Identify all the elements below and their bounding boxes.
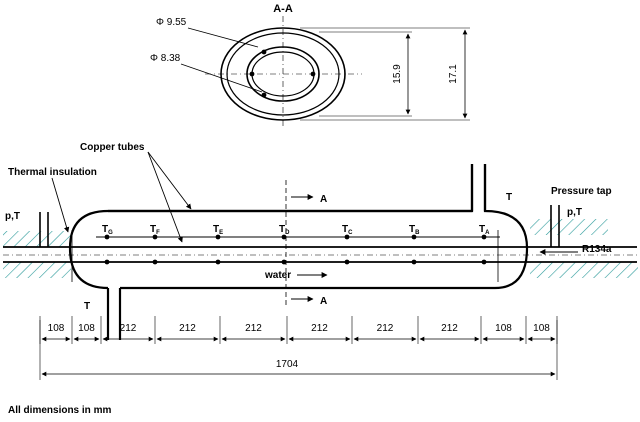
thermocouple: TB: [409, 224, 420, 265]
thermocouple-dot: [344, 234, 350, 240]
outer-shell: [68, 164, 529, 290]
outer-diameter-label: Φ 9.55: [156, 17, 187, 28]
pressure-tap-label: Pressure tap: [551, 186, 612, 197]
t-top-right-label: T: [506, 192, 512, 203]
thermal-insulation-leader: [51, 177, 70, 233]
outer-diameter-leader: [187, 27, 259, 48]
segment-dimension-label: 212: [311, 323, 328, 334]
thermocouple-dot: [481, 234, 487, 240]
thermocouple-dot: [281, 259, 287, 265]
thermocouple-dot: [344, 259, 350, 265]
height-outer-label: 17.1: [448, 64, 459, 84]
thermocouple-subscript: C: [348, 230, 353, 236]
segment-dimension-label: 108: [78, 323, 95, 334]
thermocouple-label: TG: [102, 224, 113, 236]
thermocouple-dot: [215, 234, 221, 240]
thermocouple-dot: [104, 234, 110, 240]
pt-left-label: p,T: [5, 211, 20, 222]
thermocouple-label: TF: [150, 224, 160, 236]
thermocouple: TD: [279, 224, 290, 265]
section-probe-dot: [261, 49, 267, 55]
copper-tubes-leader: [147, 151, 192, 210]
thermocouple-label: TB: [409, 224, 420, 236]
thermocouple: TF: [150, 224, 160, 265]
insulation-right-lower: [530, 262, 638, 278]
section-mark-top: A: [320, 194, 327, 205]
thermocouple-subscript: E: [219, 230, 223, 236]
t-bottom-left-label: T: [84, 301, 90, 312]
section-probe-dot: [261, 92, 267, 98]
segment-dimension-label: 108: [533, 323, 550, 334]
inner-diameter-leader: [180, 63, 263, 93]
insulation-left-upper: [3, 231, 71, 247]
thermocouple-dot: [411, 234, 417, 240]
segment-dimension-label: 212: [120, 323, 137, 334]
thermocouple-group: TG TF TE TD TC TB TA: [102, 224, 490, 265]
copper-tubes-label: Copper tubes: [80, 142, 145, 153]
annotations: Copper tubes Thermal insulation Pressure…: [5, 142, 612, 416]
thermocouple: TG: [102, 224, 113, 265]
section-mark-bottom: A: [320, 296, 327, 307]
segment-dimension-label: 108: [495, 323, 512, 334]
thermocouple: TE: [213, 224, 223, 265]
thermocouple-subscript: F: [156, 230, 160, 236]
segment-dimension-label: 108: [48, 323, 65, 334]
thermocouple: TC: [342, 224, 353, 265]
exchanger-body: A A water R134a: [3, 164, 638, 340]
thermocouple: TA: [479, 224, 490, 265]
water-label: water: [264, 270, 291, 281]
insulation-right-upper: [530, 219, 608, 235]
thermocouple-label: TD: [279, 224, 290, 236]
copper-tubes-leader: [147, 151, 183, 243]
thermocouple-label: TC: [342, 224, 353, 236]
thermocouple-dot: [215, 259, 221, 265]
segment-dimension-label: 212: [441, 323, 458, 334]
thermocouple-subscript: B: [415, 230, 420, 236]
thermocouple-dot: [481, 259, 487, 265]
thermocouple-label: TA: [479, 224, 490, 236]
thermocouple-dot: [281, 234, 287, 240]
total-dimension-label: 1704: [276, 359, 299, 370]
height-inner-label: 15.9: [392, 64, 403, 84]
section-probe-dot: [310, 71, 316, 77]
thermocouple-subscript: G: [108, 230, 113, 236]
footer-note: All dimensions in mm: [8, 405, 111, 416]
segment-dimension-label: 212: [377, 323, 394, 334]
thermocouple-subscript: D: [285, 230, 290, 236]
section-probe-dot: [249, 71, 255, 77]
pt-right-label: p,T: [567, 207, 582, 218]
dimension-row: 108 108 212 212 212 212 212 212 108 108: [39, 316, 558, 344]
thermocouple-dot: [152, 259, 158, 265]
inner-diameter-label: Φ 8.38: [150, 53, 181, 64]
insulation-left-lower: [3, 262, 71, 278]
segment-dimension-label: 212: [179, 323, 196, 334]
cross-section: A-A Φ 9.55 Φ 8.38 15.9 17.1: [150, 3, 470, 126]
thermocouple-subscript: A: [485, 230, 490, 236]
refrigerant-label: R134a: [582, 244, 612, 255]
thermocouple-dot: [104, 259, 110, 265]
thermocouple-dot: [152, 234, 158, 240]
segment-dimension-label: 212: [245, 323, 262, 334]
section-title: A-A: [273, 3, 293, 15]
thermocouple-label: TE: [213, 224, 223, 236]
thermal-insulation-label: Thermal insulation: [8, 167, 97, 178]
total-dimension: 1704: [39, 320, 558, 380]
thermocouple-dot: [411, 259, 417, 265]
